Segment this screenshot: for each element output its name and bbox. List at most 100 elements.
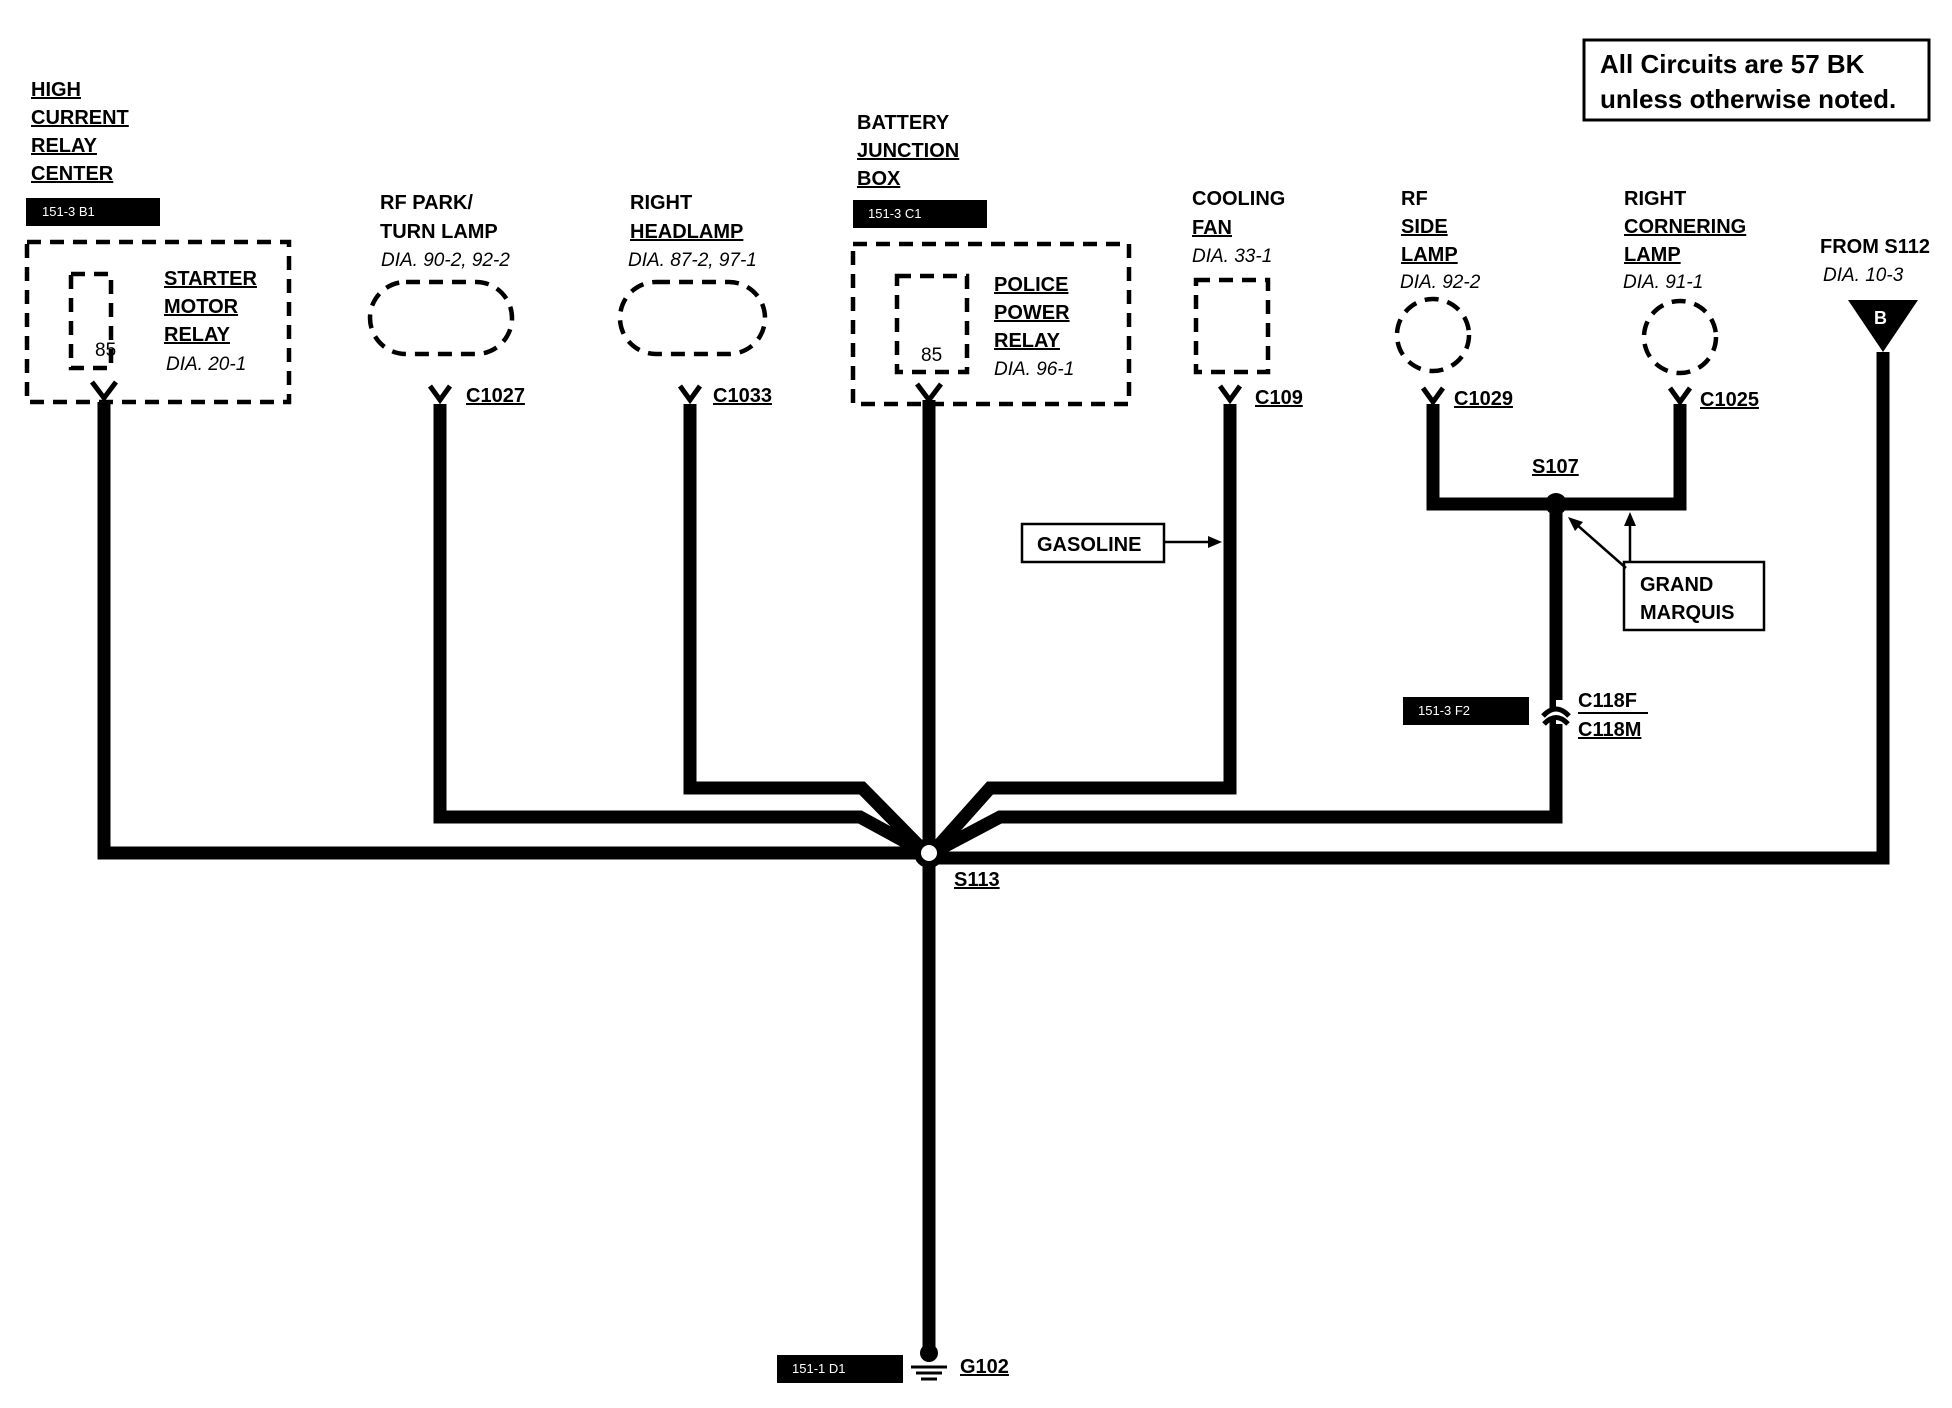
police-relay-label-1: POLICE <box>994 274 1068 296</box>
starter-relay-pin: 85 <box>95 340 116 361</box>
headlamp-dia: DIA. 87-2, 97-1 <box>628 250 757 271</box>
c118-ref: 151-3 F2 <box>1418 703 1470 718</box>
headlamp-title-1: RIGHT <box>630 192 692 214</box>
circuit-note: All Circuits are 57 BK unless otherwise … <box>1582 38 1931 122</box>
from-s112-title: FROM S112 <box>1820 236 1930 258</box>
right-cornering-lamp: RIGHT CORNERING LAMP DIA. 91-1 C1025 <box>1623 188 1759 411</box>
bjb-title-2: JUNCTION <box>857 140 959 162</box>
wire-s107-lower <box>928 720 1563 859</box>
c118-male-icon <box>1542 715 1570 726</box>
cooling-fan-icon <box>1193 277 1271 375</box>
wire-from-s112 <box>932 352 1890 865</box>
side-lamp-title-2: SIDE <box>1401 216 1448 238</box>
side-lamp-dia: DIA. 92-2 <box>1400 272 1481 293</box>
grand-marquis-line-2: MARQUIS <box>1640 602 1734 624</box>
grand-marquis-arrow-icon-1 <box>1568 517 1583 531</box>
note-line-2: unless otherwise noted. <box>1600 84 1896 114</box>
g102-label: G102 <box>960 1356 1009 1378</box>
police-relay-label-3: RELAY <box>994 330 1061 352</box>
ground-node-dot <box>920 1344 938 1362</box>
hcrc-ref: 151-3 B1 <box>42 204 95 219</box>
police-relay-pin: 85 <box>921 345 942 366</box>
c1029-terminal-icon <box>1420 386 1446 407</box>
bjb-dashed-box <box>850 241 1132 407</box>
cornering-title-3: LAMP <box>1624 244 1681 266</box>
starter-relay-dashed-box <box>68 271 114 371</box>
gasoline-box <box>1020 522 1166 564</box>
hcrc-title-3: RELAY <box>31 135 98 157</box>
gasoline-arrow-icon <box>1208 536 1222 548</box>
police-relay-dia: DIA. 96-1 <box>994 359 1074 380</box>
bjb-ref-tag <box>853 200 987 228</box>
c118-female-icon <box>1541 706 1571 718</box>
rf-side-lamp: RF SIDE LAMP DIA. 92-2 C1029 <box>1394 188 1513 410</box>
splice-s113: S113 <box>914 838 1000 891</box>
police-relay-terminal-icon <box>915 382 943 405</box>
grand-marquis-arrow-icon-2 <box>1624 512 1636 526</box>
hcrc-dashed-box <box>24 239 292 405</box>
wires <box>97 352 1890 1350</box>
s107-splice-dot <box>1545 493 1567 515</box>
c109-label: C109 <box>1255 387 1303 409</box>
grand-marquis-line-1: GRAND <box>1640 574 1713 596</box>
from-s112: FROM S112 DIA. 10-3 B <box>1820 236 1930 352</box>
cornering-title-2: CORNERING <box>1624 216 1746 238</box>
battery-junction-box: BATTERY JUNCTION BOX 151-3 C1 85 POLICE … <box>850 112 1132 407</box>
c118-ref-tag <box>1403 697 1529 725</box>
from-s112-dia: DIA. 10-3 <box>1823 265 1904 286</box>
note-line-1: All Circuits are 57 BK <box>1600 49 1865 79</box>
c118-female-label: C118F <box>1578 690 1637 712</box>
c1029-label: C1029 <box>1454 388 1513 410</box>
side-lamp-title-3: LAMP <box>1401 244 1458 266</box>
cornering-title-1: RIGHT <box>1624 188 1686 210</box>
grand-marquis-arrow-line-1 <box>1575 523 1627 569</box>
grand-marquis-box <box>1622 560 1766 632</box>
rf-park-title-1: RF PARK/ <box>380 192 473 214</box>
right-headlamp: RIGHT HEADLAMP DIA. 87-2, 97-1 C1033 <box>617 192 772 407</box>
wire-cooling-fan <box>927 404 1237 858</box>
hcrc-title-2: CURRENT <box>31 107 129 129</box>
grand-marquis-callout: GRAND MARQUIS <box>1568 512 1766 632</box>
cooling-fan: COOLING FAN DIA. 33-1 C109 <box>1192 188 1303 409</box>
c1027-label: C1027 <box>466 385 525 407</box>
from-s112-marker: B <box>1874 308 1887 328</box>
starter-relay-terminal-icon <box>90 380 118 403</box>
fan-title-2: FAN <box>1192 217 1232 239</box>
from-s112-triangle-icon <box>1848 300 1918 352</box>
g102-ref-tag <box>777 1355 903 1383</box>
bjb-ref: 151-3 C1 <box>868 206 921 221</box>
side-lamp-title-1: RF <box>1401 188 1428 210</box>
hcrc-title-1: HIGH <box>31 79 81 101</box>
gasoline-label: GASOLINE <box>1037 534 1141 556</box>
rf-park-dia: DIA. 90-2, 92-2 <box>381 250 510 271</box>
fan-title-1: COOLING <box>1192 188 1285 210</box>
c1033-label: C1033 <box>713 385 772 407</box>
note-box <box>1582 38 1931 122</box>
wire-starter-relay <box>97 402 926 860</box>
c118-male-label: C118M <box>1578 719 1641 741</box>
c1025-label: C1025 <box>1700 389 1759 411</box>
police-relay-label-2: POWER <box>994 302 1070 324</box>
gasoline-callout: GASOLINE <box>1020 522 1222 564</box>
starter-relay-dia: DIA. 20-1 <box>166 354 246 375</box>
hcrc-title-4: CENTER <box>31 163 114 185</box>
splice-s107: S107 <box>1532 456 1579 515</box>
rf-park-title-2: TURN LAMP <box>380 221 498 243</box>
starter-relay-label-3: RELAY <box>164 324 231 346</box>
wire-rf-park-lamp <box>433 404 930 859</box>
s113-label: S113 <box>954 869 1000 891</box>
inline-connector-c118: 151-3 F2 C118F C118M <box>1403 690 1648 741</box>
c109-terminal-icon <box>1217 384 1243 405</box>
s107-label: S107 <box>1532 456 1579 478</box>
c1027-terminal-icon <box>427 384 453 405</box>
starter-relay-label-2: MOTOR <box>164 296 239 318</box>
s113-splice-dot-inner <box>921 845 937 861</box>
fan-dia: DIA. 33-1 <box>1192 246 1272 267</box>
right-cornering-lamp-icon <box>1641 298 1719 376</box>
c1025-terminal-icon <box>1667 386 1693 407</box>
headlamp-title-2: HEADLAMP <box>630 221 743 243</box>
police-relay-dashed-box <box>894 273 970 375</box>
rf-side-lamp-icon <box>1394 296 1472 374</box>
rf-park-lamp-icon <box>367 279 515 357</box>
